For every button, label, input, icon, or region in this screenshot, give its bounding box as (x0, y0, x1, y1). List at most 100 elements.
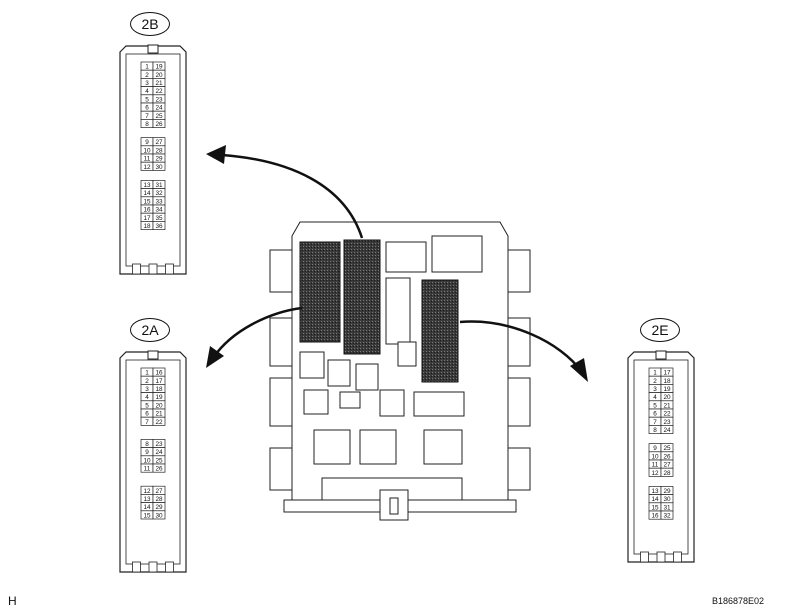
pin-number: 32 (155, 190, 163, 197)
pin-number: 1 (653, 370, 657, 377)
pin-number: 30 (155, 164, 163, 171)
pin-number: 11 (144, 466, 151, 473)
pin-number: 10 (143, 147, 151, 154)
connector-key (132, 263, 141, 275)
pin-number: 18 (663, 378, 671, 385)
pin-number: 14 (143, 190, 151, 197)
pin-number: 14 (651, 496, 659, 503)
pin-number: 30 (663, 496, 671, 503)
connector-key (673, 551, 682, 563)
pin-number: 10 (651, 453, 659, 460)
pin-number: 18 (143, 223, 151, 230)
pin-number: 35 (155, 215, 163, 222)
connector-label-2b: 2B (130, 12, 170, 36)
pin-cell (152, 416, 166, 426)
pin-number: 33 (155, 198, 163, 205)
pin-number: 16 (143, 207, 151, 214)
pin-number: 14 (143, 504, 151, 511)
connector-socket-2a (299, 241, 341, 343)
connector-key (132, 561, 141, 573)
pin-number: 20 (663, 394, 671, 401)
arrowhead-2b (206, 145, 226, 164)
pin-number: 18 (155, 386, 163, 393)
pin-number: 10 (143, 457, 151, 464)
pin-number: 12 (651, 470, 659, 477)
pin-number: 12 (143, 488, 151, 495)
connector-label-2a: 2A (130, 318, 170, 342)
pin-number: 20 (155, 72, 163, 79)
pin-number: 23 (663, 419, 671, 426)
pin-number: 16 (155, 370, 163, 377)
pin-number: 30 (155, 512, 163, 519)
pin-number: 36 (155, 223, 163, 230)
pin-number: 4 (145, 88, 149, 95)
pin-number: 32 (663, 513, 671, 520)
pin-number: 13 (143, 496, 151, 503)
pin-cell (152, 463, 166, 473)
pin-number: 34 (155, 207, 163, 214)
pin-number: 7 (145, 113, 149, 120)
connector-socket-2e (421, 279, 459, 383)
pin-number: 11 (652, 462, 659, 469)
pin-number: 5 (145, 96, 149, 103)
connector-latch (147, 44, 159, 54)
pin-number: 27 (155, 488, 163, 495)
pin-number: 6 (145, 105, 149, 112)
pin-number: 19 (155, 394, 163, 401)
pin-number: 9 (145, 449, 149, 456)
arrow-to-2a (211, 306, 303, 359)
pin-cell (660, 510, 674, 520)
pin-number: 31 (155, 182, 163, 189)
pin-number: 21 (155, 411, 163, 418)
pin-number: 2 (653, 378, 657, 385)
pin-number: 6 (653, 411, 657, 418)
pin-number: 15 (143, 512, 151, 519)
pin-number: 24 (155, 105, 163, 112)
pin-number: 28 (155, 496, 163, 503)
pin-number: 8 (653, 427, 657, 434)
pin-number: 23 (155, 96, 163, 103)
pin-cell (660, 425, 674, 434)
connector-key (165, 561, 174, 573)
connector-key (148, 263, 158, 275)
pin-number: 28 (155, 147, 163, 154)
pin-number: 26 (155, 121, 163, 128)
connector-key (148, 561, 158, 573)
pin-number: 22 (155, 88, 163, 95)
pin-number: 23 (155, 441, 163, 448)
pin-number: 3 (653, 386, 657, 393)
pin-number: 9 (653, 445, 657, 452)
pin-number: 25 (155, 113, 163, 120)
pin-number: 5 (145, 402, 149, 409)
arrow-to-2e (459, 320, 584, 373)
pin-number: 4 (653, 394, 657, 401)
figure-code: B186878E02 (712, 596, 765, 606)
pin-number: 7 (145, 419, 149, 426)
pin-number: 1 (145, 64, 149, 71)
pin-cell (152, 119, 166, 128)
pin-number: 4 (145, 394, 149, 401)
pin-number: 26 (663, 453, 671, 460)
pin-cell (152, 161, 166, 171)
pin-cell (660, 467, 674, 477)
pin-number: 2 (145, 72, 149, 79)
arrowhead-2e (570, 358, 588, 382)
connector-socket-2b (343, 239, 381, 355)
pin-number: 22 (155, 419, 163, 426)
pin-number: 25 (663, 445, 671, 452)
connector-latch (655, 350, 667, 360)
connector-key (640, 551, 649, 563)
pin-number: 12 (143, 164, 151, 171)
pin-number: 24 (155, 449, 163, 456)
pin-number: 9 (145, 139, 149, 146)
pin-number: 24 (663, 427, 671, 434)
arrow-to-2b (221, 153, 364, 239)
pin-number: 17 (155, 378, 163, 385)
pin-number: 29 (663, 488, 671, 495)
pin-cell (152, 510, 166, 520)
pin-number: 26 (155, 466, 163, 473)
pin-number: 28 (663, 470, 671, 477)
pin-number: 6 (145, 411, 149, 418)
pin-number: 15 (143, 198, 151, 205)
